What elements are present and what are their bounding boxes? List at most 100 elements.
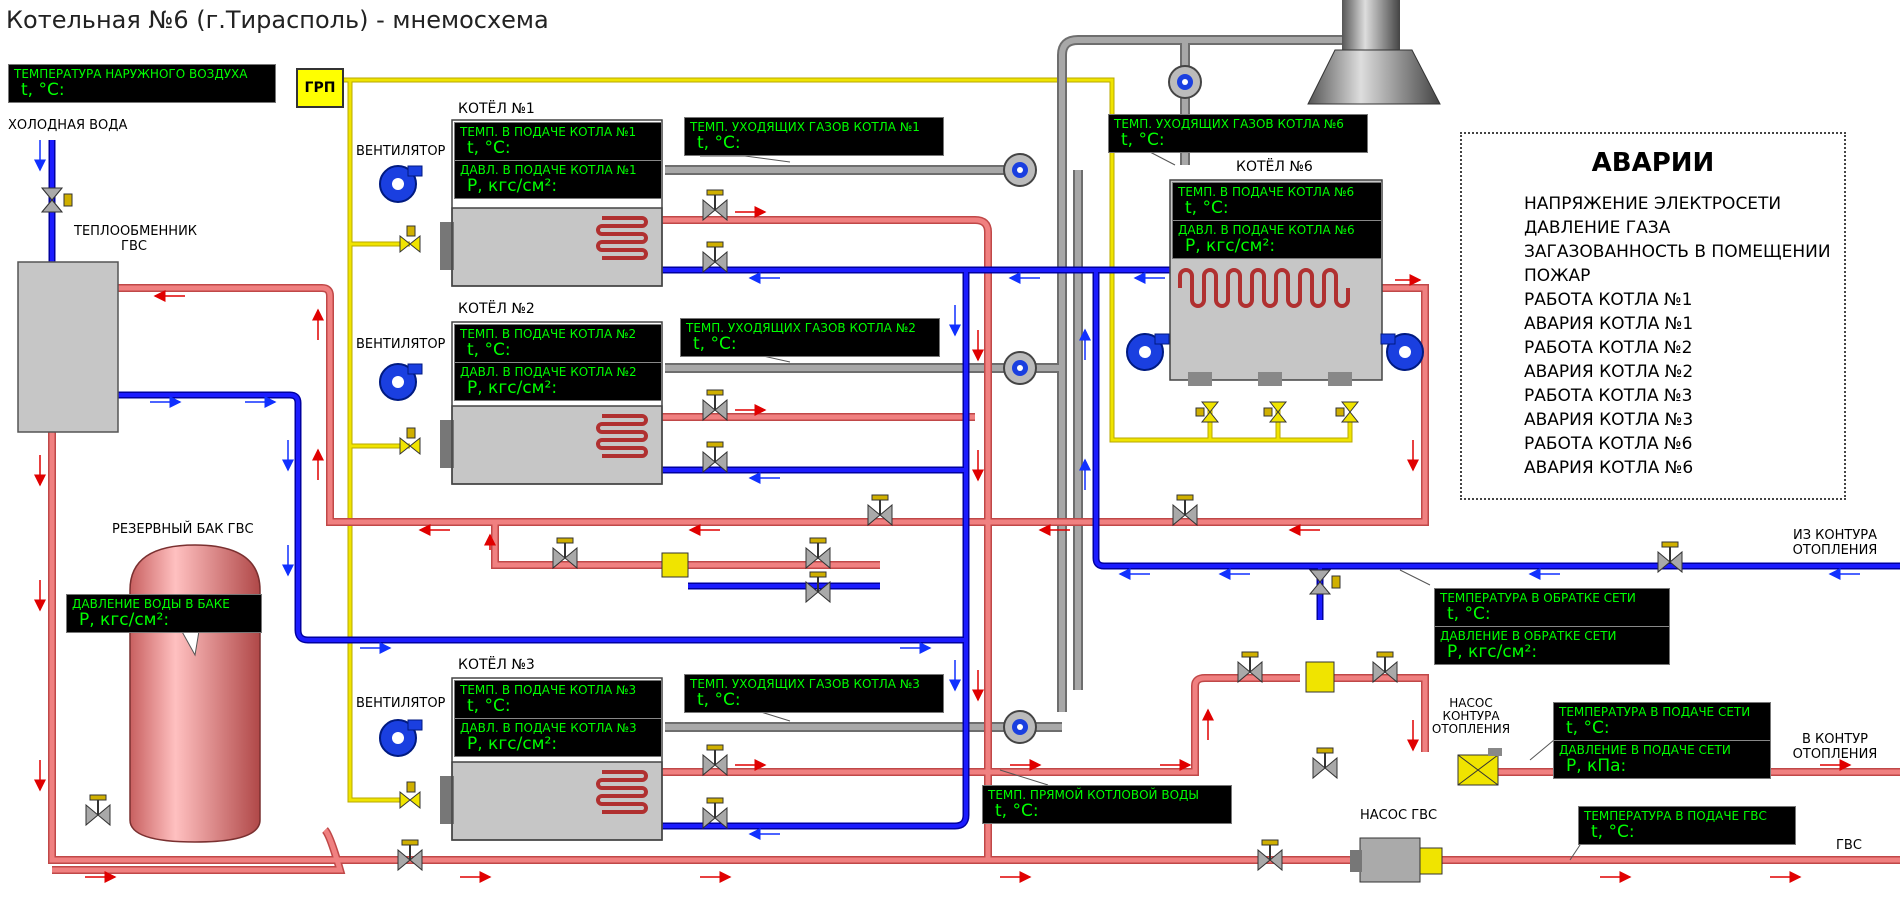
sensor-value: P, кгс/см²:	[1185, 236, 1276, 256]
page-title: Котельная №6 (г.Тирасполь) - мнемосхема	[6, 6, 549, 34]
sensor-value: P, кгс/см²:	[467, 378, 558, 398]
valves	[40, 187, 1683, 872]
gvs-supply-temp-panel[interactable]: ТЕМПЕРАТУРА В ПОДАЧЕ ГВС t, °C:	[1578, 806, 1796, 845]
alarm-item[interactable]: АВАРИЯ КОТЛА №2	[1524, 362, 1694, 382]
alarm-item[interactable]: РАБОТА КОТЛА №2	[1524, 338, 1693, 358]
cold-water-label: ХОЛОДНАЯ ВОДА	[8, 118, 128, 133]
flue-dampers	[1003, 65, 1202, 744]
sensor-caption: ТЕМП. В ПОДАЧЕ КОТЛА №6	[1178, 185, 1355, 199]
alarm-item[interactable]: ДАВЛЕНИЕ ГАЗА	[1524, 218, 1671, 238]
alarms-panel: АВАРИИ НАПРЯЖЕНИЕ ЭЛЕКТРОСЕТИ ДАВЛЕНИЕ Г…	[1460, 132, 1846, 500]
sensor-value: P, кгс/см²:	[467, 176, 558, 196]
sensor-caption: ТЕМП. УХОДЯЩИХ ГАЗОВ КОТЛА №2	[686, 321, 916, 335]
heat-exchanger-body	[17, 261, 119, 433]
sensor-caption: ДАВЛЕНИЕ В ПОДАЧЕ СЕТИ	[1559, 743, 1731, 757]
boiler-1-sensors[interactable]: ТЕМП. В ПОДАЧЕ КОТЛА №1 t, °C: ДАВЛ. В П…	[454, 122, 662, 199]
boiler-1-frame	[451, 119, 663, 287]
sensor-caption: ДАВЛ. В ПОДАЧЕ КОТЛА №2	[460, 365, 637, 379]
to-heating-label: В КОНТУР ОТОПЛЕНИЯ	[1792, 732, 1878, 762]
alarms-heading: АВАРИИ	[1591, 148, 1715, 178]
grp-gas-unit[interactable]: ГРП	[296, 68, 344, 108]
sensor-value: t, °C:	[1185, 198, 1229, 218]
boiler-2-sensors[interactable]: ТЕМП. В ПОДАЧЕ КОТЛА №2 t, °C: ДАВЛ. В П…	[454, 324, 662, 401]
sensor-caption: ДАВЛЕНИЕ ВОДЫ В БАКЕ	[72, 597, 230, 611]
boiler-2-label: КОТЁЛ №2	[458, 301, 535, 317]
gvs-label: ГВС	[1836, 838, 1862, 853]
alarm-item[interactable]: ПОЖАР	[1524, 266, 1591, 286]
sensor-value: t, °C:	[693, 334, 737, 354]
direct-boiler-water-panel[interactable]: ТЕМП. ПРЯМОЙ КОТЛОВОЙ ВОДЫ t, °C:	[982, 785, 1232, 824]
sensor-value: P, кгс/см²:	[467, 734, 558, 754]
sensor-caption: ТЕМПЕРАТУРА В ПОДАЧЕ СЕТИ	[1559, 705, 1751, 719]
boiler-6-sensors[interactable]: ТЕМП. В ПОДАЧЕ КОТЛА №6 t, °C: ДАВЛ. В П…	[1172, 182, 1382, 259]
heat-exchanger-label: ТЕПЛООБМЕННИК ГВС	[74, 224, 198, 254]
boiler-1-body	[440, 207, 663, 287]
boiler-2-body	[440, 405, 663, 485]
from-heating-label: ИЗ КОНТУРА ОТОПЛЕНИЯ	[1792, 528, 1878, 558]
sensor-value: P, кгс/см²:	[79, 610, 170, 630]
sensor-caption: ДАВЛ. В ПОДАЧЕ КОТЛА №6	[1178, 223, 1355, 237]
sensor-caption: ТЕМП. УХОДЯЩИХ ГАЗОВ КОТЛА №1	[690, 120, 920, 134]
sensor-caption: ТЕМП. ПРЯМОЙ КОТЛОВОЙ ВОДЫ	[988, 788, 1199, 802]
return-network-panel[interactable]: ТЕМПЕРАТУРА В ОБРАТКЕ СЕТИ t, °C: ДАВЛЕН…	[1434, 588, 1670, 665]
boiler-6-flue-temp-panel[interactable]: ТЕМП. УХОДЯЩИХ ГАЗОВ КОТЛА №6 t, °C:	[1108, 114, 1368, 153]
fan-1-label: ВЕНТИЛЯТОР	[356, 144, 446, 159]
boiler-2-flue-temp-panel[interactable]: ТЕМП. УХОДЯЩИХ ГАЗОВ КОТЛА №2 t, °C:	[680, 318, 940, 357]
sensor-value: t, °C:	[697, 133, 741, 153]
alarm-item[interactable]: ЗАГАЗОВАННОСТЬ В ПОМЕЩЕНИИ	[1524, 242, 1831, 262]
fan-3-label: ВЕНТИЛЯТОР	[356, 696, 446, 711]
alarm-item[interactable]: НАПРЯЖЕНИЕ ЭЛЕКТРОСЕТИ	[1524, 194, 1782, 214]
alarm-item[interactable]: РАБОТА КОТЛА №6	[1524, 434, 1693, 454]
reserve-tank-label: РЕЗЕРВНЫЙ БАК ГВС	[112, 522, 254, 537]
reserve-tank	[129, 544, 261, 843]
boiler-6-label: КОТЁЛ №6	[1236, 159, 1313, 175]
tank-pressure-panel[interactable]: ДАВЛЕНИЕ ВОДЫ В БАКЕ P, кгс/см²:	[66, 594, 262, 633]
hw-pump-label: НАСОС ГВС	[1360, 808, 1438, 823]
sensor-value: t, °C:	[467, 138, 511, 158]
supply-network-panel[interactable]: ТЕМПЕРАТУРА В ПОДАЧЕ СЕТИ t, °C: ДАВЛЕНИ…	[1553, 702, 1771, 779]
heating-pump-symbol	[1457, 748, 1502, 786]
alarm-item[interactable]: РАБОТА КОТЛА №3	[1524, 386, 1693, 406]
sensor-value: t, °C:	[21, 80, 65, 100]
fan-symbols	[379, 165, 1424, 757]
boiler-3-label: КОТЁЛ №3	[458, 657, 535, 673]
sensor-caption: ТЕМПЕРАТУРА В ОБРАТКЕ СЕТИ	[1440, 591, 1636, 605]
alarm-item[interactable]: АВАРИЯ КОТЛА №6	[1524, 458, 1694, 478]
sensor-value: t, °C:	[1591, 822, 1635, 842]
boiler-3-flue-temp-panel[interactable]: ТЕМП. УХОДЯЩИХ ГАЗОВ КОТЛА №3 t, °C:	[684, 674, 944, 713]
boiler-1-flue-temp-panel[interactable]: ТЕМП. УХОДЯЩИХ ГАЗОВ КОТЛА №1 t, °C:	[684, 117, 944, 156]
sensor-value: t, °C:	[697, 690, 741, 710]
alarm-item[interactable]: АВАРИЯ КОТЛА №3	[1524, 410, 1694, 430]
sensor-caption: ТЕМП. В ПОДАЧЕ КОТЛА №2	[460, 327, 637, 341]
sensor-caption: ДАВЛ. В ПОДАЧЕ КОТЛА №1	[460, 163, 637, 177]
sensor-caption: ТЕМП. В ПОДАЧЕ КОТЛА №1	[460, 125, 637, 139]
sensor-caption: ДАВЛ. В ПОДАЧЕ КОТЛА №3	[460, 721, 637, 735]
sensor-caption: ТЕМП. УХОДЯЩИХ ГАЗОВ КОТЛА №6	[1114, 117, 1344, 131]
sensor-value: t, °C:	[1447, 604, 1491, 624]
sensor-value: t, °C:	[1121, 130, 1165, 150]
alarms-list: НАПРЯЖЕНИЕ ЭЛЕКТРОСЕТИ ДАВЛЕНИЕ ГАЗА ЗАГ…	[1462, 192, 1844, 480]
boiler-3-frame	[451, 677, 663, 841]
sensor-caption: ТЕМПЕРАТУРА В ПОДАЧЕ ГВС	[1584, 809, 1767, 823]
heating-pump-label: НАСОС КОНТУРА ОТОПЛЕНИЯ	[1431, 696, 1511, 736]
sensor-value: t, °C:	[467, 696, 511, 716]
sensor-caption: ТЕМП. УХОДЯЩИХ ГАЗОВ КОТЛА №3	[690, 677, 920, 691]
sensor-value: t, °C:	[1566, 718, 1610, 738]
sensor-caption: ДАВЛЕНИЕ В ОБРАТКЕ СЕТИ	[1440, 629, 1617, 643]
sensor-caption: ТЕМП. В ПОДАЧЕ КОТЛА №3	[460, 683, 637, 697]
outdoor-temp-panel[interactable]: ТЕМПЕРАТУРА НАРУЖНОГО ВОЗДУХА t, °C:	[8, 64, 276, 103]
boiler-2-frame	[451, 321, 663, 485]
sensor-caption: ТЕМПЕРАТУРА НАРУЖНОГО ВОЗДУХА	[14, 67, 248, 81]
boiler-3-body	[440, 761, 663, 841]
mixing-tees	[661, 552, 1335, 693]
boiler-3-sensors[interactable]: ТЕМП. В ПОДАЧЕ КОТЛА №3 t, °C: ДАВЛ. В П…	[454, 680, 662, 757]
alarm-item[interactable]: РАБОТА КОТЛА №1	[1524, 290, 1693, 310]
sensor-value: t, °C:	[467, 340, 511, 360]
hw-pump-symbol	[1350, 837, 1443, 883]
sensor-value: P, кгс/см²:	[1447, 642, 1538, 662]
sensor-value: t, °C:	[995, 801, 1039, 821]
boiler-1-label: КОТЁЛ №1	[458, 101, 535, 117]
alarm-item[interactable]: АВАРИЯ КОТЛА №1	[1524, 314, 1694, 334]
